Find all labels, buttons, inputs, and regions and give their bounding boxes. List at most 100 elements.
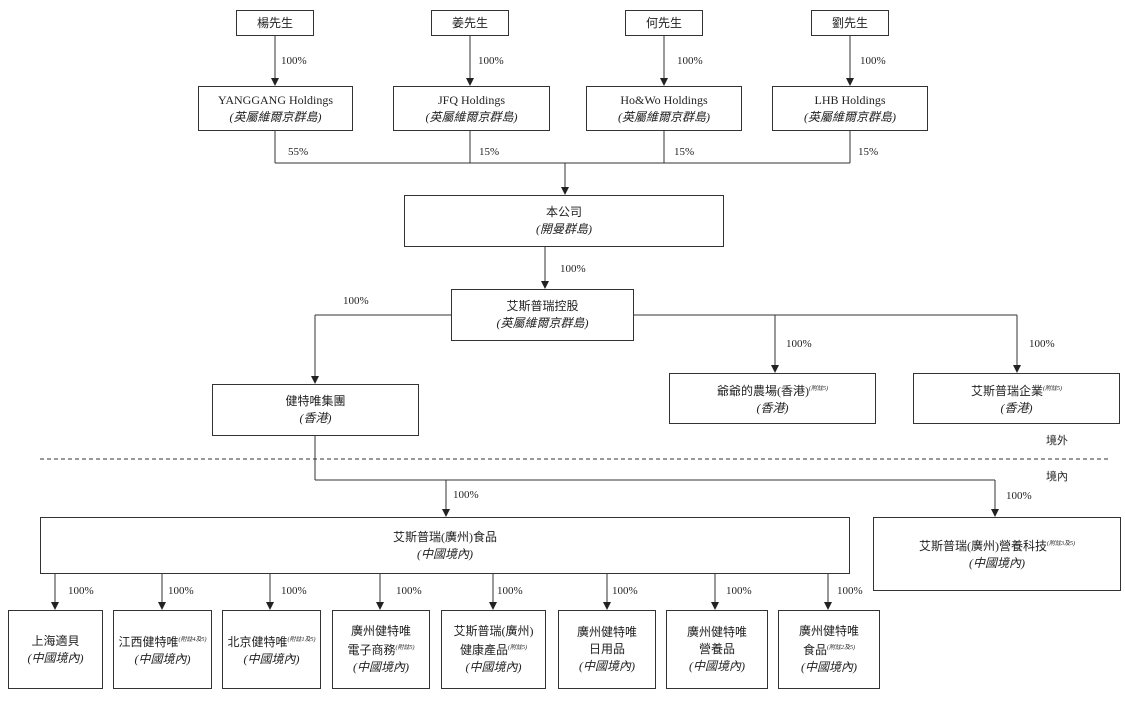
entity-note: (附註1及5) (287, 636, 316, 643)
entity-note: (附註5) (395, 645, 415, 651)
entity-note: (附註3及5) (1047, 541, 1075, 547)
ownership-pct: 100% (786, 338, 812, 350)
entity-name-line2: 電子商務 (347, 643, 396, 657)
entity-place: (香港) (299, 411, 332, 425)
company-place: (開曼群島) (536, 222, 592, 236)
shareholder-liu: 劉先生 (811, 10, 889, 36)
region-onshore-label: 境內 (1046, 471, 1068, 483)
ownership-pct: 15% (674, 146, 695, 158)
holding-place: (英屬維爾京群島) (229, 109, 322, 124)
entity-name-line2: 食品 (802, 643, 827, 657)
entity-place: (中國境內) (689, 659, 745, 673)
entity-place: (中國境內) (353, 660, 409, 674)
holding-place: (英屬維爾京群島) (425, 109, 518, 124)
onshore-main-food: 艾斯普瑞(廣州)食品 (中國境內) (40, 517, 850, 574)
entity-place: (中國境內) (801, 660, 857, 674)
ownership-pct: 100% (1006, 490, 1032, 502)
ownership-pct: 55% (288, 146, 309, 158)
shareholder-name: 劉先生 (831, 15, 868, 30)
entity-name: 爺爺的農場(香港) (717, 383, 809, 398)
offshore-aspire-enterprise: 艾斯普瑞企業(附註5) (香港) (913, 373, 1120, 424)
entity-place: (中國境內) (134, 651, 191, 666)
ownership-pct: 100% (281, 55, 307, 67)
company-box: 本公司 (開曼群島) (404, 195, 724, 247)
entity-name: 艾斯普瑞企業 (970, 383, 1043, 398)
ownership-pct: 100% (396, 585, 422, 597)
subsidiary-aspire-health: 艾斯普瑞(廣州) 健康產品(附註5) (中國境內) (441, 610, 546, 689)
ownership-pct: 100% (860, 55, 886, 67)
entity-note: (附註5) (809, 385, 828, 392)
shareholder-jiang: 姜先生 (431, 10, 509, 36)
ownership-pct: 100% (726, 585, 752, 597)
holding-howo: Ho&Wo Holdings (英屬維爾京群島) (586, 86, 742, 131)
entity-place: (中國境內) (27, 650, 84, 665)
shareholder-name: 姜先生 (451, 15, 488, 30)
entity-note: (附註4及5) (178, 636, 207, 643)
entity-name-line2: 營養品 (698, 642, 735, 656)
subsidiary-gz-daily: 廣州健特唯 日用品 (中國境內) (558, 610, 656, 689)
holding-yanggang: YANGGANG Holdings (英屬維爾京群島) (198, 86, 353, 131)
region-offshore-label: 境外 (1046, 435, 1068, 447)
ownership-pct: 100% (168, 585, 194, 597)
ownership-pct: 100% (677, 55, 703, 67)
ownership-pct: 100% (68, 585, 94, 597)
holding-name: YANGGANG Holdings (217, 92, 333, 107)
ownership-pct: 100% (612, 585, 638, 597)
ownership-pct: 100% (478, 55, 504, 67)
holding-jfq: JFQ Holdings (英屬維爾京群島) (393, 86, 550, 131)
subsidiary-jiangxi-jiantewei: 江西健特唯(附註4及5) (中國境內) (113, 610, 212, 689)
entity-name: 上海適貝 (31, 633, 80, 648)
ownership-pct: 100% (343, 295, 369, 307)
subsidiary-gz-nutrition: 廣州健特唯 營養品 (中國境內) (666, 610, 768, 689)
entity-name: 艾斯普瑞(廣州)營養科技 (919, 539, 1047, 553)
holdco-box: 艾斯普瑞控股 (英屬維爾京群島) (451, 289, 634, 341)
ownership-pct: 100% (453, 489, 479, 501)
holdco-place: (英屬維爾京群島) (496, 316, 589, 330)
entity-name: 艾斯普瑞(廣州)食品 (393, 529, 497, 544)
subsidiary-gz-ecommerce: 廣州健特唯 電子商務(附註5) (中國境內) (332, 610, 430, 689)
entity-name-line2: 日用品 (588, 642, 625, 656)
onshore-nutrition-tech: 艾斯普瑞(廣州)營養科技(附註3及5) (中國境內) (873, 517, 1121, 591)
entity-place: (中國境內) (969, 556, 1025, 570)
shareholder-yang: 楊先生 (236, 10, 314, 36)
holding-name: LHB Holdings (814, 92, 886, 107)
entity-place: (中國境內) (243, 651, 300, 666)
holdco-name: 艾斯普瑞控股 (506, 299, 579, 313)
offshore-jiantewei-group: 健特唯集團 (香港) (212, 384, 419, 436)
entity-note: (附註5) (1043, 385, 1062, 392)
shareholder-he: 何先生 (625, 10, 703, 36)
entity-name: 廣州健特唯 (350, 624, 411, 638)
ownership-pct: 100% (560, 263, 586, 275)
holding-lhb: LHB Holdings (英屬維爾京群島) (772, 86, 928, 131)
offshore-grandpa-farm: 爺爺的農場(香港)(附註5) (香港) (669, 373, 876, 424)
holding-place: (英屬維爾京群島) (618, 109, 710, 124)
entity-place: (香港) (1000, 400, 1033, 415)
entity-note: (附註2及5) (827, 645, 855, 651)
ownership-pct: 100% (281, 585, 307, 597)
entity-note: (附註5) (508, 645, 527, 651)
entity-name: 北京健特唯 (227, 634, 288, 649)
ownership-pct: 15% (479, 146, 500, 158)
entity-place: (香港) (756, 400, 789, 415)
entity-name: 健特唯集團 (285, 394, 346, 408)
shareholder-name: 何先生 (645, 15, 682, 30)
ownership-pct: 15% (858, 146, 879, 158)
company-name: 本公司 (545, 205, 582, 219)
subsidiary-beijing-jiantewei: 北京健特唯(附註1及5) (中國境內) (222, 610, 321, 689)
holding-name: Ho&Wo Holdings (620, 92, 708, 107)
subsidiary-gz-food: 廣州健特唯 食品(附註2及5) (中國境內) (778, 610, 880, 689)
ownership-pct: 100% (837, 585, 863, 597)
entity-place: (中國境內) (465, 660, 522, 674)
holding-place: (英屬維爾京群島) (804, 109, 896, 124)
ownership-pct: 100% (497, 585, 523, 597)
ownership-pct: 100% (1029, 338, 1055, 350)
entity-name: 江西健特唯 (118, 634, 179, 649)
shareholder-name: 楊先生 (256, 15, 293, 30)
entity-name: 廣州健特唯 (798, 624, 859, 638)
entity-name: 艾斯普瑞(廣州) (453, 624, 534, 638)
entity-name: 廣州健特唯 (576, 625, 637, 639)
entity-name: 廣州健特唯 (686, 625, 747, 639)
entity-place: (中國境內) (417, 546, 473, 561)
holding-name: JFQ Holdings (437, 92, 505, 107)
